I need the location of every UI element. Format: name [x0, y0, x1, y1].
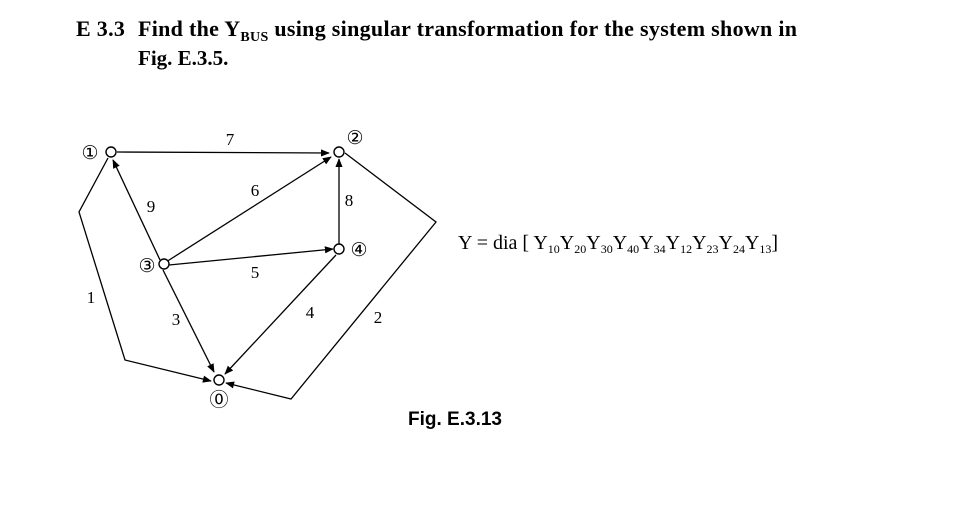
- figure-caption: Fig. E.3.13: [408, 409, 502, 430]
- node-3-label: ③: [138, 255, 155, 277]
- node-4-label: ④: [350, 239, 367, 261]
- equation-term-subscript: 40: [627, 242, 640, 256]
- edge-label-3: 3: [172, 310, 181, 329]
- admittance-equation: Y = dia [ Y10Y20Y30Y40Y34Y12Y23Y24Y13]: [458, 232, 778, 257]
- equation-term-subscript: 12: [680, 242, 693, 256]
- edge-5: [168, 246, 334, 266]
- node-0-circle: [213, 374, 225, 386]
- edge-label-8: 8: [345, 191, 354, 210]
- edge-label-1: 1: [87, 288, 96, 307]
- equation-y-symbol: Y: [639, 232, 654, 254]
- edge-1: [78, 157, 212, 383]
- node-3-circle: [158, 258, 170, 270]
- equation-term-subscript: 13: [759, 242, 772, 256]
- node-0-label: ⓪: [209, 389, 228, 411]
- equation-y-symbol: Y: [744, 232, 760, 254]
- equation-term-subscript: 30: [600, 242, 613, 256]
- edge-label-6: 6: [251, 181, 260, 200]
- equation-prefix: Y = dia [: [458, 232, 534, 254]
- edge-label-4: 4: [306, 303, 315, 322]
- edge-label-7: 7: [226, 130, 235, 149]
- equation-term-subscript: 23: [706, 242, 719, 256]
- equation-y-symbol: Y: [533, 232, 548, 254]
- equation-suffix: ]: [771, 232, 779, 254]
- edge-7: [116, 149, 330, 157]
- equation-y-symbol: Y: [718, 232, 733, 254]
- edge-9: [112, 159, 161, 261]
- equation-y-symbol: Y: [559, 232, 575, 254]
- node-2-circle: [333, 146, 345, 158]
- equation-term-subscript: 24: [732, 242, 745, 256]
- equation-term-subscript: 20: [574, 242, 587, 256]
- problem-text-before: Find the Y: [138, 16, 241, 41]
- equation-y-symbol: Y: [692, 232, 707, 254]
- edge-4: [224, 254, 337, 375]
- node-4-circle: [333, 243, 345, 255]
- edge-label-9: 9: [147, 197, 156, 216]
- node-1-circle: [105, 146, 117, 158]
- edge-3: [162, 269, 215, 373]
- equation-term-subscript: 34: [653, 242, 666, 256]
- edge-label-2: 2: [374, 308, 383, 327]
- problem-text-after: using singular transformation for the sy…: [268, 16, 798, 41]
- node-2-label: ②: [346, 127, 363, 149]
- edge-label-5: 5: [251, 263, 260, 282]
- equation-term-subscript: 10: [547, 242, 560, 256]
- node-1-label: ①: [81, 142, 98, 164]
- edge-6: [165, 156, 332, 263]
- equation-y-symbol: Y: [665, 232, 681, 254]
- equation-y-symbol: Y: [612, 232, 628, 254]
- problem-number: E 3.3: [76, 16, 126, 41]
- problem-subscript: BUS: [240, 30, 269, 45]
- equation-terms: Y10Y20Y30Y40Y34Y12Y23Y24Y13: [533, 232, 772, 256]
- equation-y-symbol: Y: [586, 232, 601, 254]
- edge-2: [225, 152, 437, 400]
- problem-figure-reference: Fig. E.3.5.: [138, 46, 229, 70]
- problem-statement: E 3.3 Find the YBUS using singular transf…: [76, 16, 797, 46]
